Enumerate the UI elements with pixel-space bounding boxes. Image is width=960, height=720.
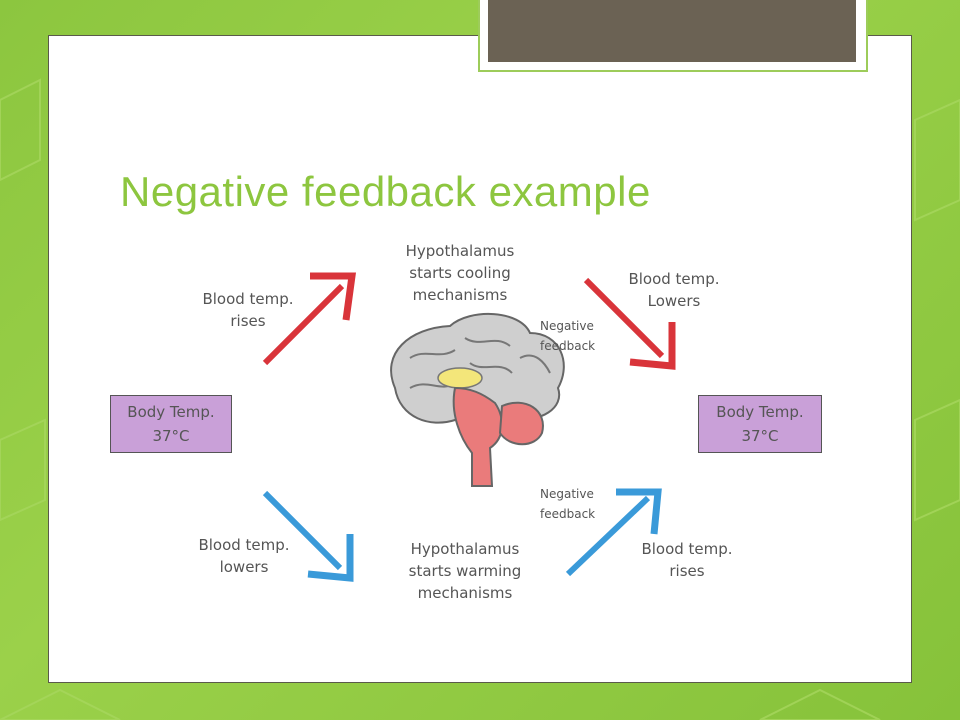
arrow-down-right-blue: [262, 490, 354, 582]
top-right-label: Blood temp. Lowers: [628, 270, 720, 310]
top-left-label: Blood temp. rises: [202, 290, 294, 330]
bottom-left-label: Blood temp. lowers: [198, 536, 290, 576]
arrow-up-right-blue: [565, 488, 662, 577]
title-tab-block: [488, 0, 856, 62]
bottom-right-label: Blood temp. rises: [641, 540, 733, 580]
cerebellum-shape: [498, 401, 544, 446]
left-body-temp-box: Body Temp. 37°C: [110, 395, 232, 453]
arrow-up-left-red: [262, 272, 357, 366]
hypothalamus-shape: [437, 367, 483, 389]
bottom-center-label: Hypothalamus starts warming mechanisms: [408, 540, 522, 602]
feedback-diagram: Body Temp. 37°C Body Temp. 37°C Blood te…: [110, 238, 822, 618]
brain-illustration: [390, 312, 565, 487]
slide-title: Negative feedback example: [120, 168, 651, 215]
top-feedback-label: Negative feedback: [540, 319, 596, 353]
bottom-feedback-label: Negative feedback: [540, 487, 596, 521]
top-center-label: Hypothalamus starts cooling mechanisms: [405, 242, 515, 304]
brainstem-shape: [452, 386, 503, 487]
right-body-temp-box: Body Temp. 37°C: [698, 395, 822, 453]
arrow-down-right-red: [583, 277, 676, 370]
